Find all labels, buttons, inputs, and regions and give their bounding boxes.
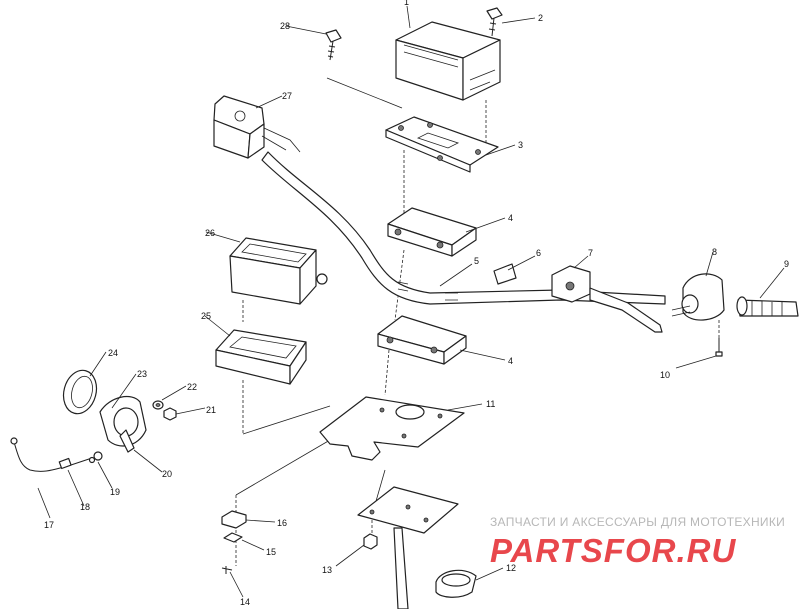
- callout-20: 20: [162, 469, 172, 479]
- upper-clamp-part-4: [387, 207, 477, 257]
- top-plate-part-3: [385, 116, 499, 173]
- mount-bracket-part-11: [319, 396, 465, 461]
- nut-part-13: [363, 533, 378, 550]
- gauge-housing-part-26: [229, 237, 328, 305]
- callout-2: 2: [538, 13, 543, 23]
- callout-12: 12: [506, 563, 516, 573]
- callout-15: 15: [266, 547, 276, 557]
- callout-4-lower: 4: [508, 356, 513, 366]
- watermark-logo: PARTSFOR.RU: [490, 532, 736, 569]
- callout-labels: 1 2 3 4 4 5 6 7 8 9 10 11 12 13 14 15 16…: [44, 0, 789, 607]
- callout-26: 26: [205, 228, 215, 238]
- callout-10: 10: [660, 370, 670, 380]
- light-housing-part-20: [99, 395, 147, 453]
- lower-clamp-part-4: [377, 315, 467, 365]
- callout-8: 8: [712, 247, 717, 257]
- grommet-part-19: [88, 451, 103, 464]
- handlebar-part-5: [261, 151, 666, 305]
- pin-part-14: [221, 566, 233, 574]
- clip-part-18: [58, 457, 72, 470]
- callout-23: 23: [137, 369, 147, 379]
- brake-lever-part-7: [551, 265, 663, 333]
- callout-13: 13: [322, 565, 332, 575]
- nut-part-21: [163, 407, 177, 421]
- callout-11: 11: [486, 399, 495, 409]
- callout-27: 27: [282, 91, 292, 101]
- callout-28: 28: [280, 21, 290, 31]
- steering-post-part-12: [357, 486, 477, 609]
- gauge-bezel-part-25: [215, 329, 307, 385]
- bolt-part-28: [325, 29, 342, 61]
- hand-grip-part-9: [736, 296, 799, 317]
- callout-9: 9: [784, 259, 789, 269]
- callout-16: 16: [277, 518, 287, 528]
- cable-part-17: [10, 437, 93, 472]
- callout-17: 17: [44, 520, 54, 530]
- callout-25: 25: [201, 311, 211, 321]
- callout-24: 24: [108, 348, 118, 358]
- bracket-part-16: [221, 510, 247, 529]
- callout-5: 5: [474, 256, 479, 266]
- callout-3: 3: [518, 140, 523, 150]
- throttle-housing-part-8: [671, 273, 725, 321]
- callout-14: 14: [240, 597, 250, 607]
- screw-part-10: [715, 338, 723, 357]
- callout-1: 1: [404, 0, 409, 7]
- callout-22: 22: [187, 382, 197, 392]
- watermark-tagline: ЗАПЧАСТИ И АКСЕССУАРЫ ДЛЯ МОТОТЕХНИКИ: [490, 515, 785, 529]
- switch-box-part-27: [213, 95, 301, 159]
- spacer-part-15: [223, 532, 243, 543]
- callout-7: 7: [588, 248, 593, 258]
- lens-part-24: [62, 369, 98, 415]
- grip-sleeve-part-6: [493, 263, 517, 285]
- watermark: ЗАПЧАСТИ И АКСЕССУАРЫ ДЛЯ МОТОТЕХНИКИ PA…: [490, 515, 785, 569]
- callout-6: 6: [536, 248, 541, 258]
- callout-18: 18: [80, 502, 90, 512]
- nut-part-22: [152, 400, 164, 410]
- bolt-part-2: [486, 7, 503, 37]
- callout-21: 21: [206, 405, 216, 415]
- callout-19: 19: [110, 487, 120, 497]
- handlebar-pad-part-1: [395, 21, 501, 101]
- callout-4-upper: 4: [508, 213, 513, 223]
- leader-lines: [37, 5, 785, 598]
